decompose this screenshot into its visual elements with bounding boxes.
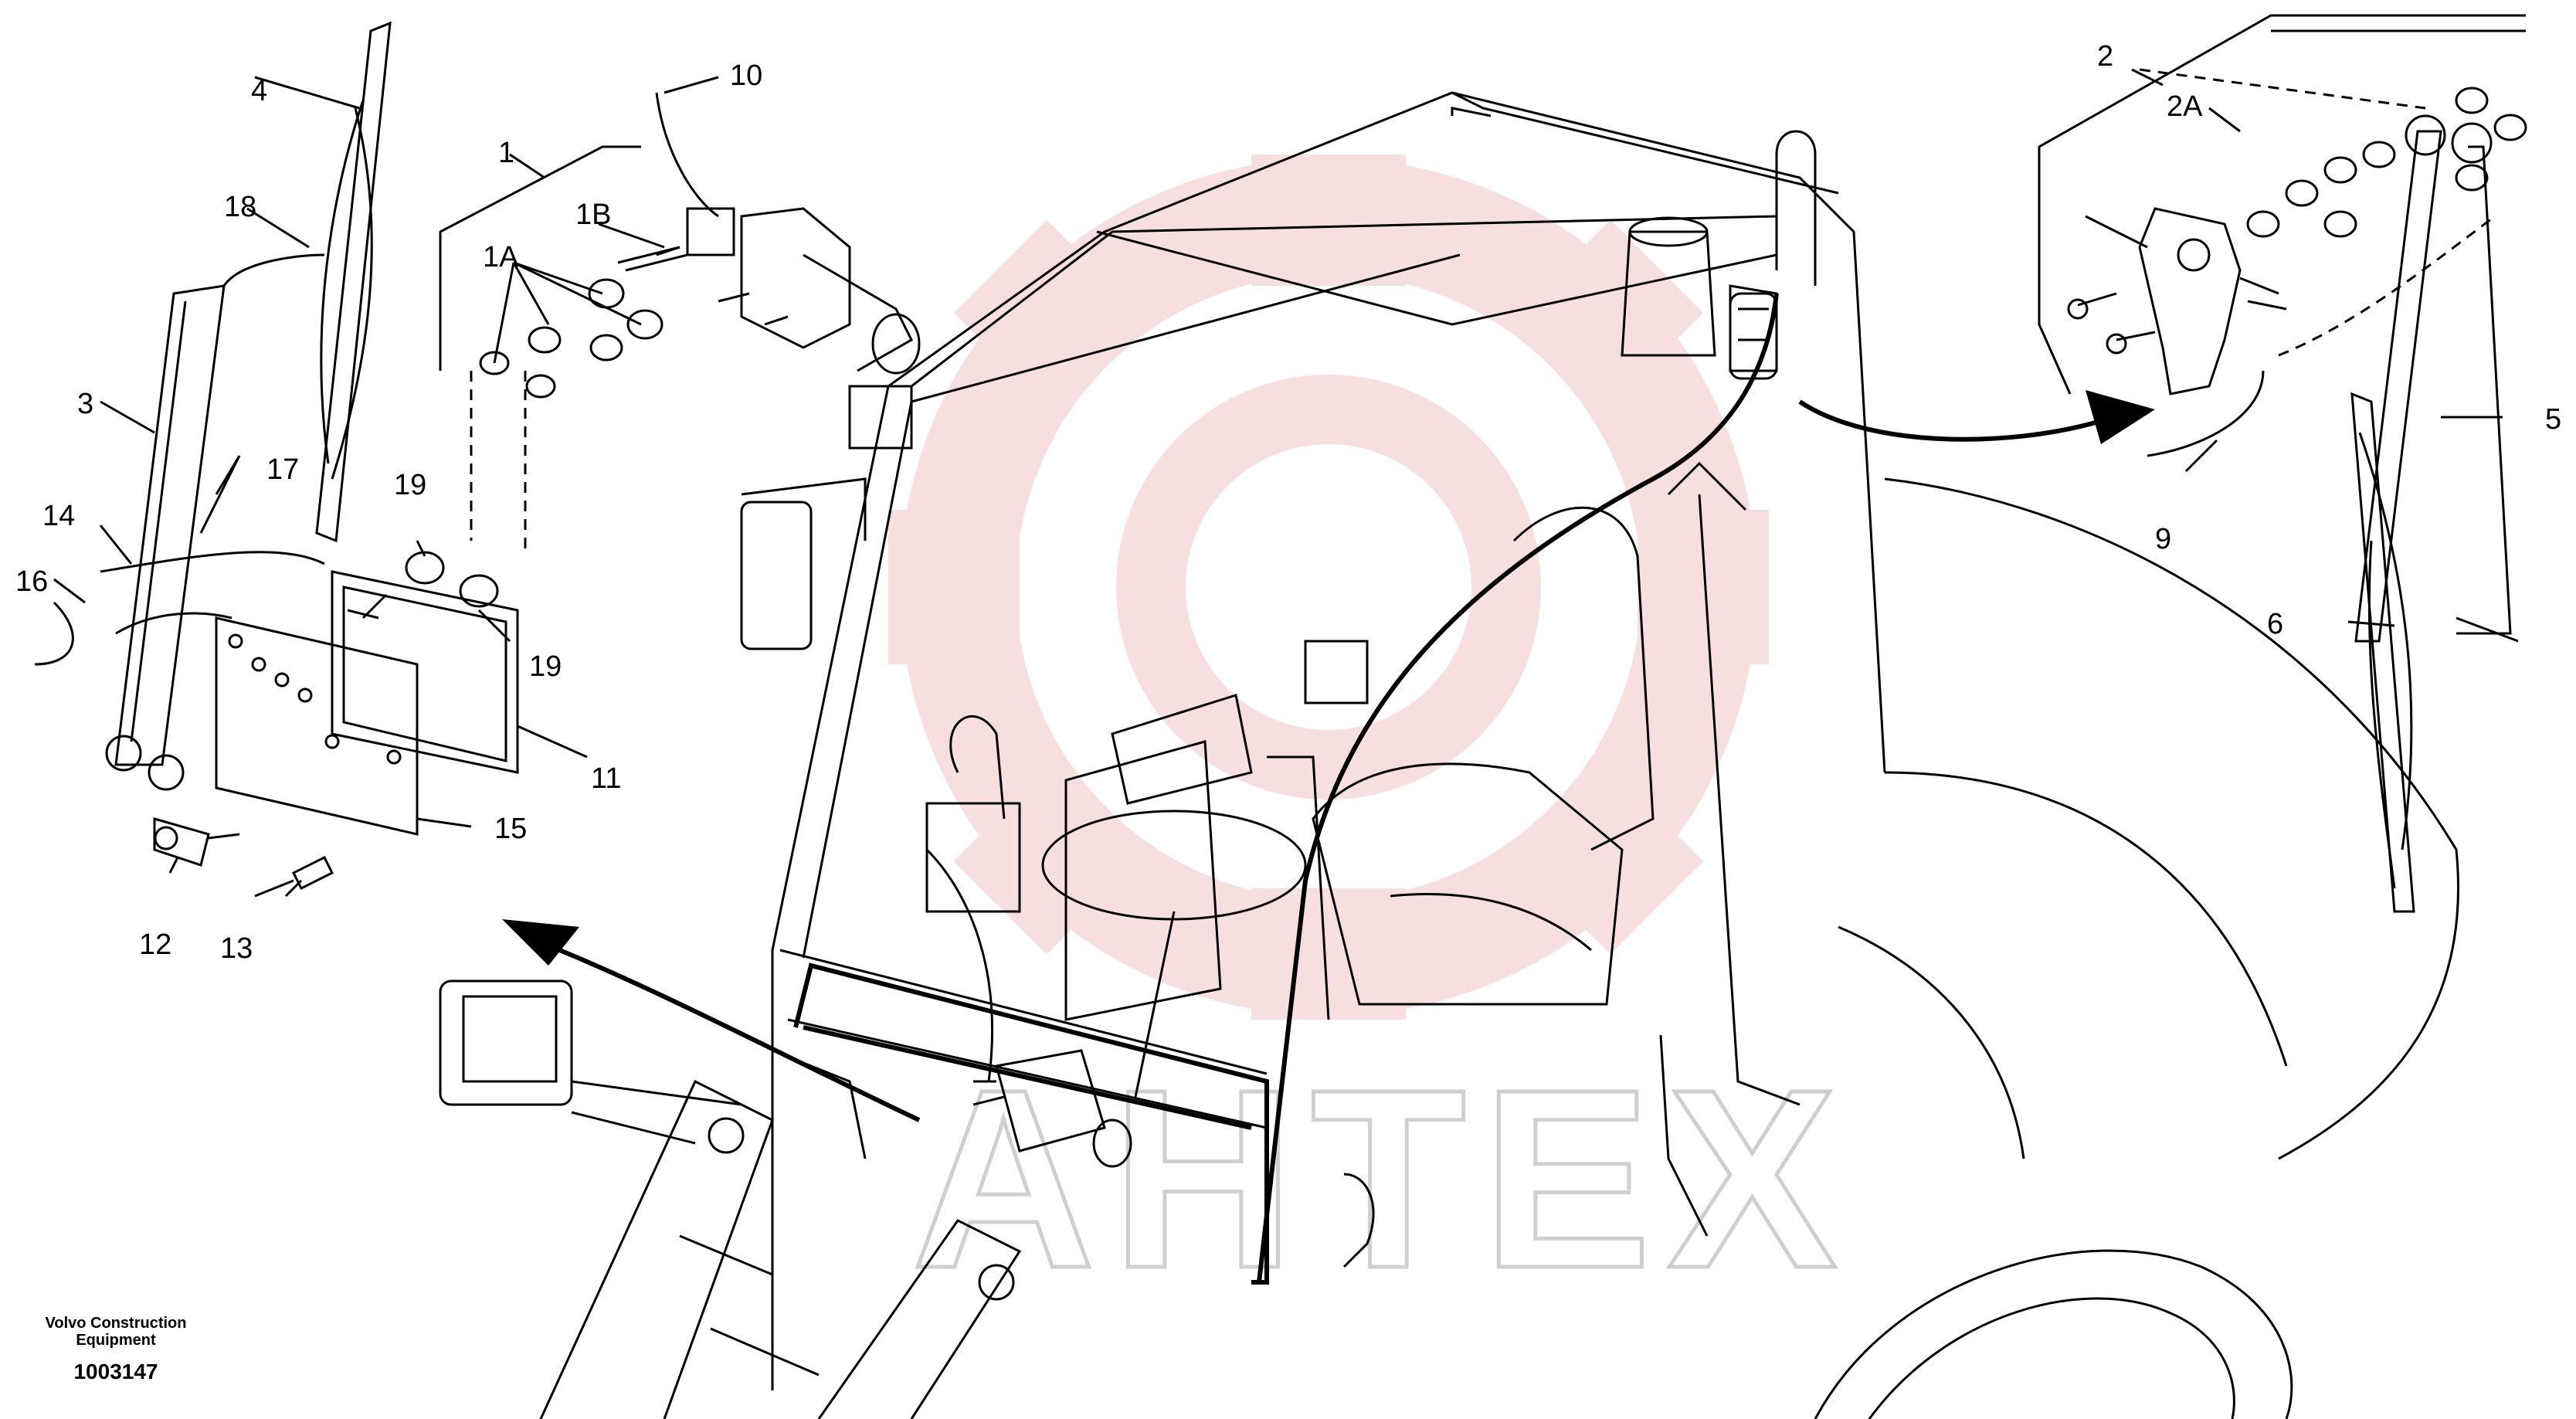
label-10: 10 (730, 59, 762, 92)
label-11: 11 (591, 762, 621, 795)
part-labels: 1 1A 1B 10 4 18 3 17 14 16 19 19 11 15 1… (15, 40, 2561, 965)
leader-lines-left (53, 76, 719, 898)
gasket-11 (331, 570, 519, 774)
label-1A: 1A (483, 241, 519, 273)
arrow-to-front-wiper-icon (502, 919, 921, 1122)
rear-wiper-blade-6 (2350, 392, 2415, 913)
label-9: 9 (2155, 523, 2171, 555)
label-18: 18 (224, 191, 256, 223)
plate-15 (215, 616, 419, 836)
hoses-14-16 (34, 551, 325, 666)
arrow-to-rear-wiper-icon (1798, 390, 2155, 444)
label-1B: 1B (575, 199, 611, 231)
rear-wiper-mount (1729, 292, 1778, 380)
washer-nozzle-12 (153, 817, 240, 867)
gear-watermark-icon (888, 154, 1769, 1020)
leader-lines-right (2038, 14, 2526, 627)
screw-13 (284, 855, 334, 898)
label-4: 4 (251, 75, 267, 107)
front-wiper-blade-4 (315, 21, 392, 543)
label-15: 15 (494, 813, 527, 845)
label-13: 13 (220, 932, 253, 965)
washers-1A-19 (405, 246, 688, 608)
label-17: 17 (266, 453, 299, 486)
label-12: 12 (139, 928, 171, 961)
rear-washers-2A (2067, 87, 2527, 355)
label-19-lower: 19 (529, 650, 562, 683)
label-2: 2 (2097, 40, 2113, 73)
front-wiper-arm-3 (105, 253, 325, 791)
rear-wiper-arm-5 (2354, 114, 2519, 643)
front-wiper-motor-on-dash (972, 1049, 1132, 1168)
label-2A: 2A (2167, 90, 2203, 123)
label-5: 5 (2545, 403, 2561, 436)
label-16: 16 (15, 565, 48, 598)
label-14: 14 (42, 500, 75, 532)
footer-company: Volvo Construction Equipment (45, 1315, 187, 1349)
rear-wiper-motor-2 (2138, 207, 2287, 457)
cab-drawing (439, 91, 2460, 1419)
front-wiper-motor-1 (655, 92, 921, 375)
label-19-upper: 19 (394, 469, 426, 501)
label-3: 3 (77, 388, 93, 420)
label-1: 1 (498, 137, 514, 169)
label-6: 6 (2267, 608, 2283, 640)
footer-drawing-number: 1003147 (73, 1360, 158, 1383)
